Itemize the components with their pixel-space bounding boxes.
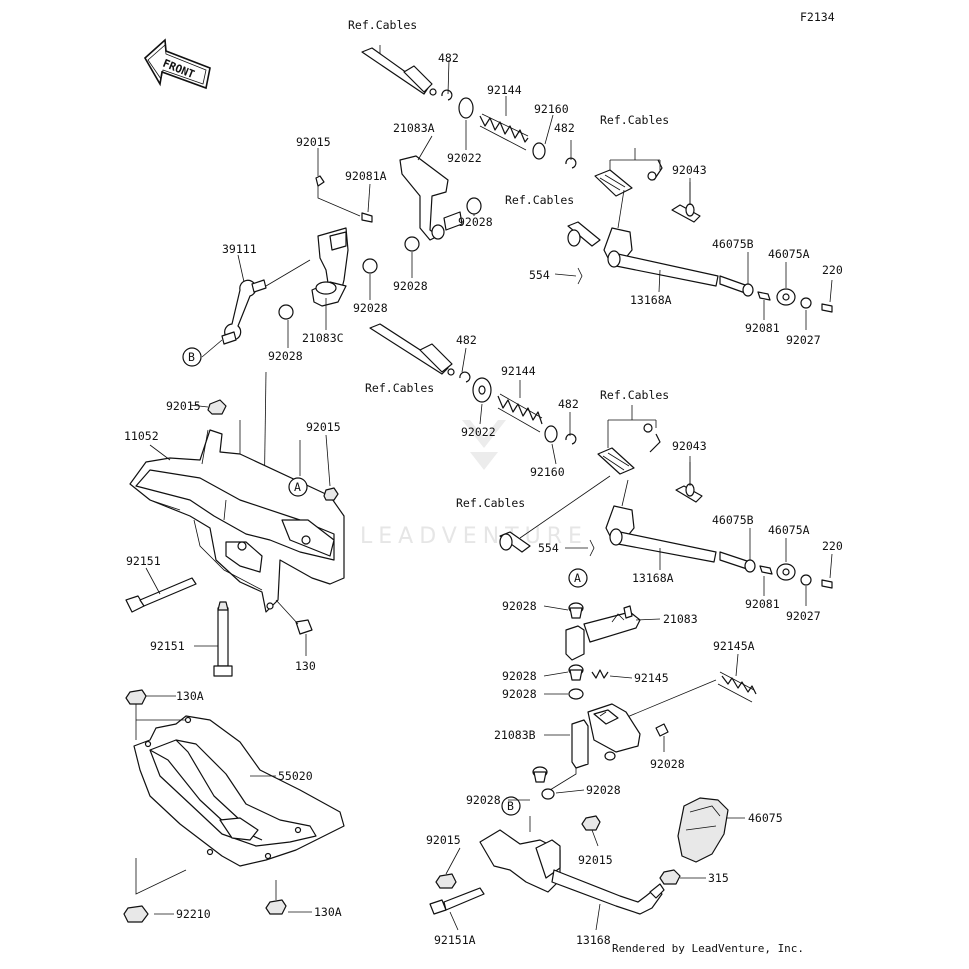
label-l52: 21083 <box>663 612 698 626</box>
frame-11052 <box>125 399 345 677</box>
label-l39: Ref.Cables <box>456 496 525 510</box>
label-l41: 46075A <box>768 523 810 537</box>
label-l53: 92145A <box>713 639 755 653</box>
watermark: LEADVENTURE <box>360 420 588 549</box>
label-l07: 92015 <box>296 135 331 149</box>
label-l15: B <box>188 350 195 364</box>
label-l63: B <box>507 799 514 813</box>
leader-lines <box>145 59 833 931</box>
label-l61: 92028 <box>466 793 501 807</box>
label-l37: 92015 <box>306 420 341 434</box>
label-l65: 92015 <box>426 833 461 847</box>
label-l44: 13168A <box>632 571 674 585</box>
label-l05: 92022 <box>447 151 482 165</box>
ref-circle-b-lower <box>501 796 521 816</box>
label-l04: 92160 <box>534 102 569 116</box>
label-l46: 92027 <box>786 609 821 623</box>
label-l14: 92028 <box>268 349 303 363</box>
label-l32: Ref.Cables <box>600 388 669 402</box>
label-l49: 130 <box>295 659 316 673</box>
part-labels: Ref.Cables 482 92144 92160 92022 21083A … <box>124 18 843 947</box>
label-l23: 554 <box>529 268 550 282</box>
label-l16: 482 <box>554 121 575 135</box>
label-l20: 46075B <box>712 237 754 251</box>
label-l64: 46075 <box>748 811 783 825</box>
label-l02: 482 <box>438 51 459 65</box>
label-l08: 92081A <box>345 169 387 183</box>
label-l68: 92210 <box>176 907 211 921</box>
label-l17: Ref.Cables <box>600 113 669 127</box>
label-l29: 92144 <box>501 364 536 378</box>
ref-circle-b-upper <box>182 347 202 367</box>
label-l58: 21083B <box>494 728 536 742</box>
figure-code: F2134 <box>800 10 835 24</box>
ref-circle-a-frame <box>288 477 308 497</box>
label-l19: Ref.Cables <box>505 193 574 207</box>
label-l34: 92043 <box>672 439 707 453</box>
upper-link-assembly <box>221 135 482 511</box>
label-l09: 92028 <box>458 215 493 229</box>
watermark-text: LEADVENTURE <box>360 524 588 549</box>
label-l55: 92145 <box>634 671 669 685</box>
label-l10: 92028 <box>393 279 428 293</box>
lower-pedal-assembly <box>429 602 757 915</box>
label-l54: 92028 <box>502 669 537 683</box>
label-l13: 21083C <box>302 331 344 345</box>
label-l01: Ref.Cables <box>348 18 417 32</box>
label-l42: 220 <box>822 539 843 553</box>
label-l69: 130A <box>314 905 342 919</box>
label-l57: 130A <box>176 689 204 703</box>
label-l62: 92028 <box>586 783 621 797</box>
label-l66: 92015 <box>578 853 613 867</box>
label-l47: 92151 <box>126 554 161 568</box>
label-l31: 482 <box>558 397 579 411</box>
label-l48: 92151 <box>150 639 185 653</box>
front-arrow: FRONT <box>143 38 211 90</box>
label-l24: 13168A <box>630 293 672 307</box>
label-l51: 92028 <box>502 599 537 613</box>
spring-92145a <box>717 671 757 703</box>
label-l11: 92028 <box>353 301 388 315</box>
label-l60: 55020 <box>278 769 313 783</box>
label-l43: 554 <box>538 541 559 555</box>
footer-credit: Rendered by LeadVenture, Inc. <box>612 942 804 955</box>
label-l36: 11052 <box>124 429 159 443</box>
label-l25: 92081 <box>745 321 780 335</box>
label-l56: 92028 <box>502 687 537 701</box>
skid-plate-55020 <box>123 689 345 923</box>
label-l27: Ref.Cables <box>365 381 434 395</box>
label-l45: 92081 <box>745 597 780 611</box>
label-l40: 46075B <box>712 513 754 527</box>
label-l06: 21083A <box>393 121 435 135</box>
label-l30: 92022 <box>461 425 496 439</box>
label-l50: A <box>574 571 581 585</box>
label-l28: 482 <box>456 333 477 347</box>
label-l71: 13168 <box>576 933 611 947</box>
label-l26: 92027 <box>786 333 821 347</box>
label-l35: 92015 <box>166 399 201 413</box>
upper-cable-assembly <box>361 45 833 313</box>
label-l03: 92144 <box>487 83 522 97</box>
label-l38: A <box>294 480 301 494</box>
spring-92144-middle <box>497 393 543 433</box>
label-l67: 315 <box>708 871 729 885</box>
label-l59: 92028 <box>650 757 685 771</box>
label-l70: 92151A <box>434 933 476 947</box>
ref-circle-a-lower <box>568 568 588 588</box>
label-l12: 39111 <box>222 242 257 256</box>
label-l18: 92043 <box>672 163 707 177</box>
label-l21: 46075A <box>768 247 810 261</box>
label-l22: 220 <box>822 263 843 277</box>
label-l33: 92160 <box>530 465 565 479</box>
spring-92144-upper <box>479 113 529 151</box>
